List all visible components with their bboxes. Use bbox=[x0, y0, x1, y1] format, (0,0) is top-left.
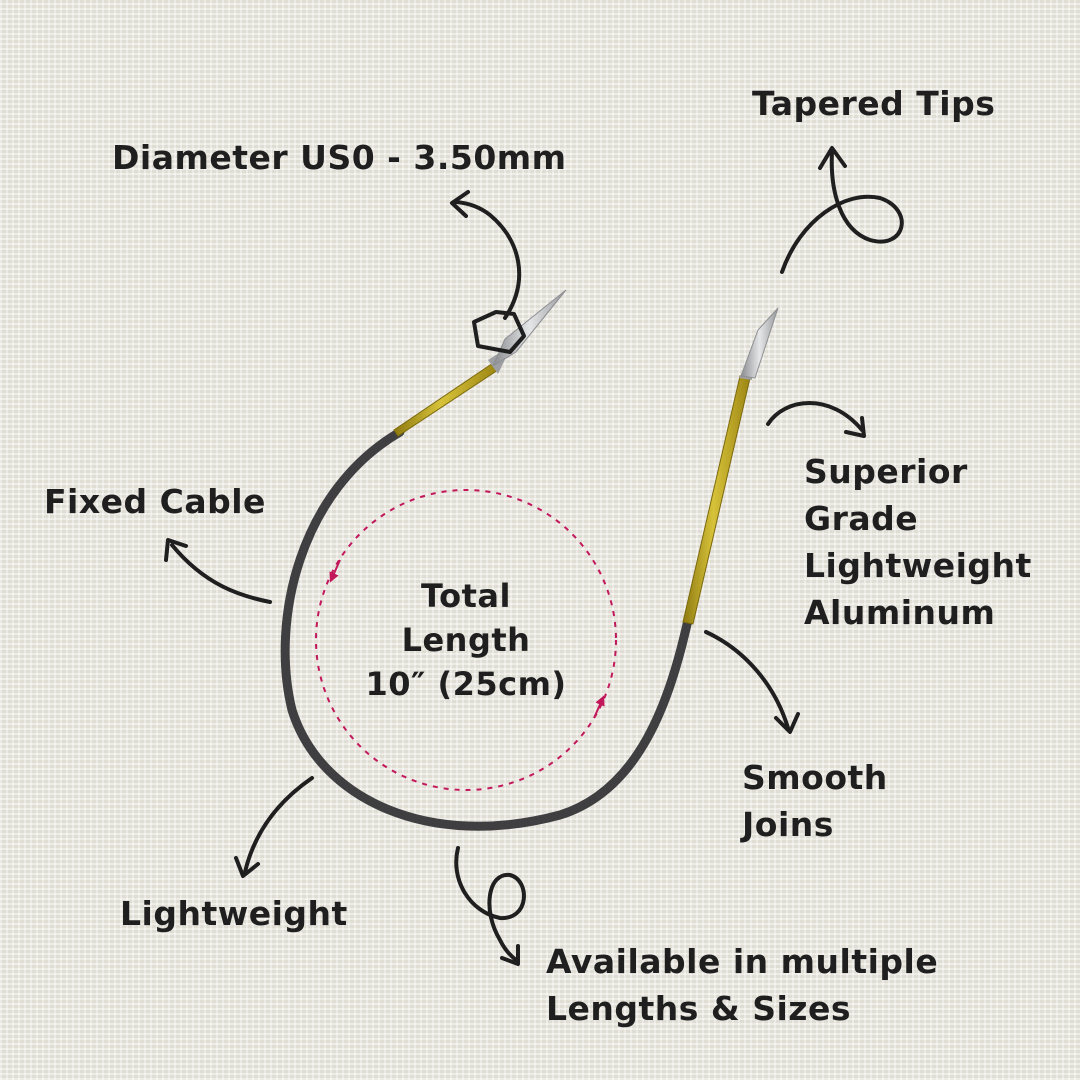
smooth-joins-line: Joins bbox=[742, 805, 834, 844]
diameter-label: Diameter US0 - 3.50mm bbox=[112, 138, 567, 177]
total-length-line: Length bbox=[401, 621, 531, 659]
fixed-cable bbox=[280, 427, 693, 831]
curved-arrow-icon bbox=[704, 630, 800, 734]
material-line: Grade bbox=[804, 499, 919, 538]
right-needle bbox=[682, 307, 779, 625]
availability-line: Available in multiple bbox=[546, 942, 939, 981]
looped-arrow-icon bbox=[454, 846, 526, 966]
curved-arrow-icon bbox=[234, 776, 314, 878]
material-line: Aluminum bbox=[804, 593, 996, 632]
total-length-line: Total bbox=[421, 577, 511, 615]
material-label: Superior Grade Lightweight Aluminum bbox=[804, 448, 1032, 636]
dotted-circle-arrow-icon bbox=[315, 489, 617, 791]
curved-arrow-icon bbox=[450, 190, 526, 354]
fixed-cable-label: Fixed Cable bbox=[44, 482, 266, 521]
availability-line: Lengths & Sizes bbox=[546, 989, 851, 1028]
total-length-label: Total Length 10″ (25cm) bbox=[346, 574, 586, 706]
looped-arrow-icon bbox=[780, 146, 904, 274]
curved-arrow-icon bbox=[164, 538, 272, 604]
smooth-joins-label: Smooth Joins bbox=[742, 754, 888, 848]
lightweight-label: Lightweight bbox=[120, 894, 348, 933]
total-length-line: 10″ (25cm) bbox=[365, 665, 567, 703]
material-line: Superior bbox=[804, 452, 968, 491]
tapered-tips-label: Tapered Tips bbox=[752, 84, 996, 123]
curved-arrow-icon bbox=[766, 401, 866, 438]
availability-label: Available in multiple Lengths & Sizes bbox=[546, 938, 938, 1032]
left-needle bbox=[393, 289, 567, 437]
material-line: Lightweight bbox=[804, 546, 1032, 585]
smooth-joins-line: Smooth bbox=[742, 758, 888, 797]
